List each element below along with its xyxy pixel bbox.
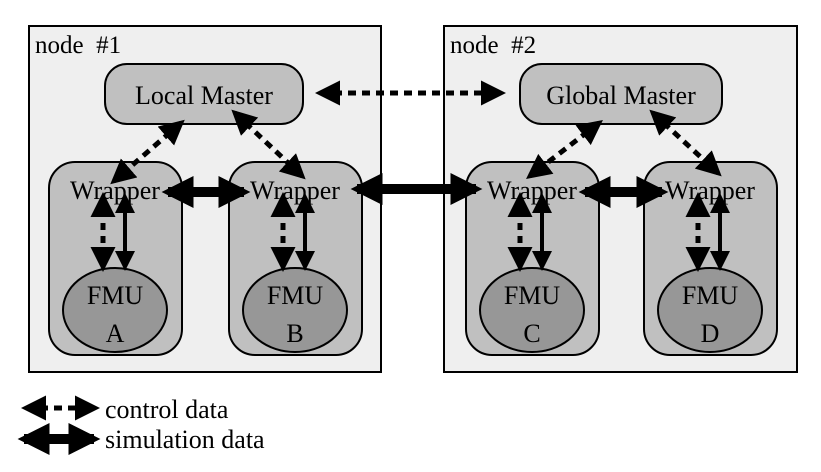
node-2-label: node #2 <box>450 32 536 59</box>
global-master-box <box>519 63 723 125</box>
node-1-label: node #1 <box>35 32 121 59</box>
legend: control data simulation data <box>17 395 265 456</box>
local-master: Local Master <box>104 63 304 125</box>
legend-control-label: control data <box>105 395 229 424</box>
local-master-label: Local Master <box>135 81 273 110</box>
wrapper-c-label: Wrapper <box>487 176 577 205</box>
control-arrows <box>90 80 722 272</box>
global-master: Global Master <box>519 63 723 125</box>
wrapper-b-label: Wrapper <box>250 176 340 205</box>
control-arrow-local-wrapper-a <box>110 119 185 185</box>
fmu-d-label: FMU <box>682 281 739 310</box>
control-arrow-global-wrapper-d <box>649 109 722 177</box>
legend-simulation-label: simulation data <box>105 425 265 454</box>
fmu-a-label: FMU <box>87 281 144 310</box>
wrapper-c: Wrapper FMU C <box>465 161 600 356</box>
global-master-label: Global Master <box>546 81 696 110</box>
wrapper-d: Wrapper FMU D <box>643 161 778 356</box>
fmu-a-id: A <box>106 319 125 348</box>
simulation-arrows <box>115 172 730 271</box>
fmu-c-id: C <box>523 319 540 348</box>
fmu-b-label: FMU <box>267 281 324 310</box>
fmu-c-label: FMU <box>504 281 561 310</box>
fmu-d-id: D <box>701 319 720 348</box>
control-arrow-global-wrapper-c <box>526 119 603 180</box>
wrapper-b: Wrapper FMU B <box>228 161 363 356</box>
node-2: node #2 Global Master Wrapper FMU C Wrap… <box>443 25 798 373</box>
node-1: node #1 Local Master Wrapper FMU A Wrapp… <box>28 25 382 373</box>
wrapper-d-label: Wrapper <box>665 176 755 205</box>
fmu-b-id: B <box>286 319 303 348</box>
control-arrow-local-wrapper-b <box>231 109 306 180</box>
wrapper-a: Wrapper FMU A <box>48 161 183 356</box>
local-master-box <box>104 63 304 125</box>
